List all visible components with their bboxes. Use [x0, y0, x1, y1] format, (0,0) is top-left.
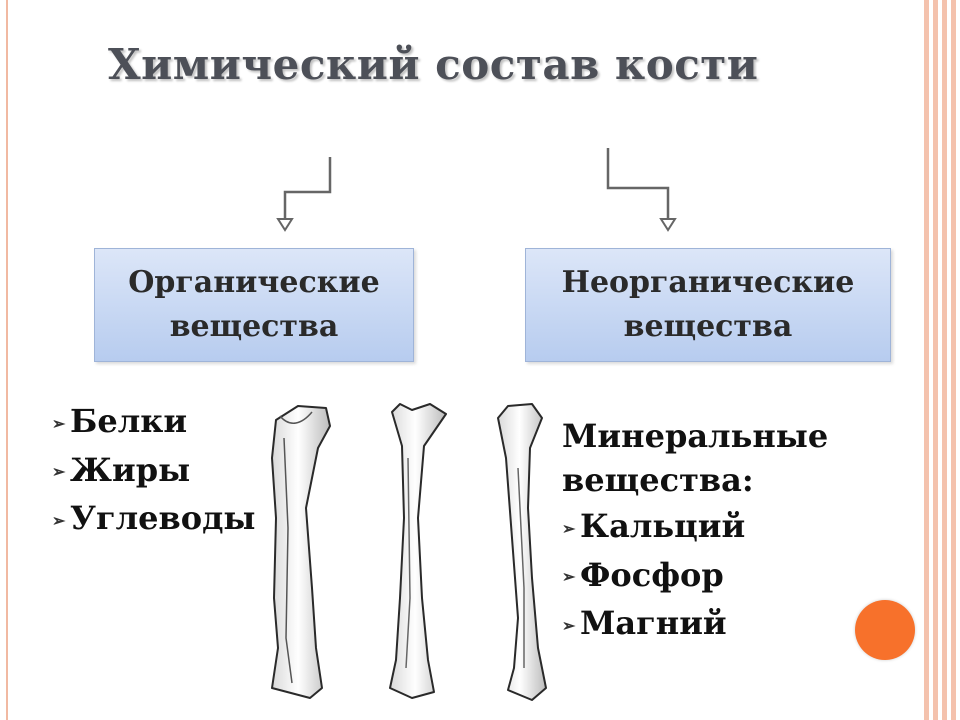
list-item: ➢Фосфор: [562, 552, 745, 601]
list-item: ➢Углеводы: [52, 495, 255, 544]
arrowhead-left-icon: [276, 218, 294, 232]
arrowhead-bullet-icon: ➢: [562, 567, 576, 586]
mineral-heading-line2: вещества:: [562, 461, 754, 499]
organic-substances-box: Органические вещества: [94, 248, 414, 362]
organic-box-line2: вещества: [169, 309, 339, 344]
inorganic-box-line2: вещества: [623, 309, 793, 344]
mineral-heading: Минеральные вещества:: [562, 414, 828, 502]
arrowhead-right-icon: [659, 218, 677, 232]
arrowhead-bullet-icon: ➢: [52, 413, 66, 433]
list-item: ➢Магний: [562, 600, 745, 649]
inorganic-box-line1: Неорганические: [561, 265, 855, 300]
arrowhead-bullet-icon: ➢: [52, 462, 66, 481]
arrowhead-bullet-icon: ➢: [562, 615, 576, 635]
list-item: ➢Кальций: [562, 503, 745, 552]
tibia-fibula-bone-icon: [271, 405, 331, 699]
inorganic-list: ➢Кальций ➢Фосфор ➢Магний: [562, 503, 745, 649]
right-bone-icon: [497, 403, 547, 701]
right-border-stripes: [920, 0, 960, 720]
mineral-heading-line1: Минеральные: [562, 417, 829, 455]
page-title: Химический состав кости: [108, 40, 759, 89]
orange-circle-icon: [855, 600, 915, 660]
inorganic-substances-box: Неорганические вещества: [525, 248, 891, 362]
middle-bone-icon: [389, 403, 447, 699]
left-border-line: [6, 0, 8, 720]
arrowhead-bullet-icon: ➢: [52, 510, 66, 530]
connector-right-arrow: [606, 148, 670, 222]
bones-illustration: [271, 403, 547, 701]
connector-arrows: [276, 148, 677, 232]
organic-list: ➢Белки ➢Жиры ➢Углеводы: [52, 398, 255, 544]
organic-box-line1: Органические: [128, 265, 380, 300]
connector-left-arrow: [283, 157, 332, 222]
list-item: ➢Жиры: [52, 447, 255, 496]
arrowhead-bullet-icon: ➢: [562, 518, 576, 538]
list-item: ➢Белки: [52, 398, 255, 447]
